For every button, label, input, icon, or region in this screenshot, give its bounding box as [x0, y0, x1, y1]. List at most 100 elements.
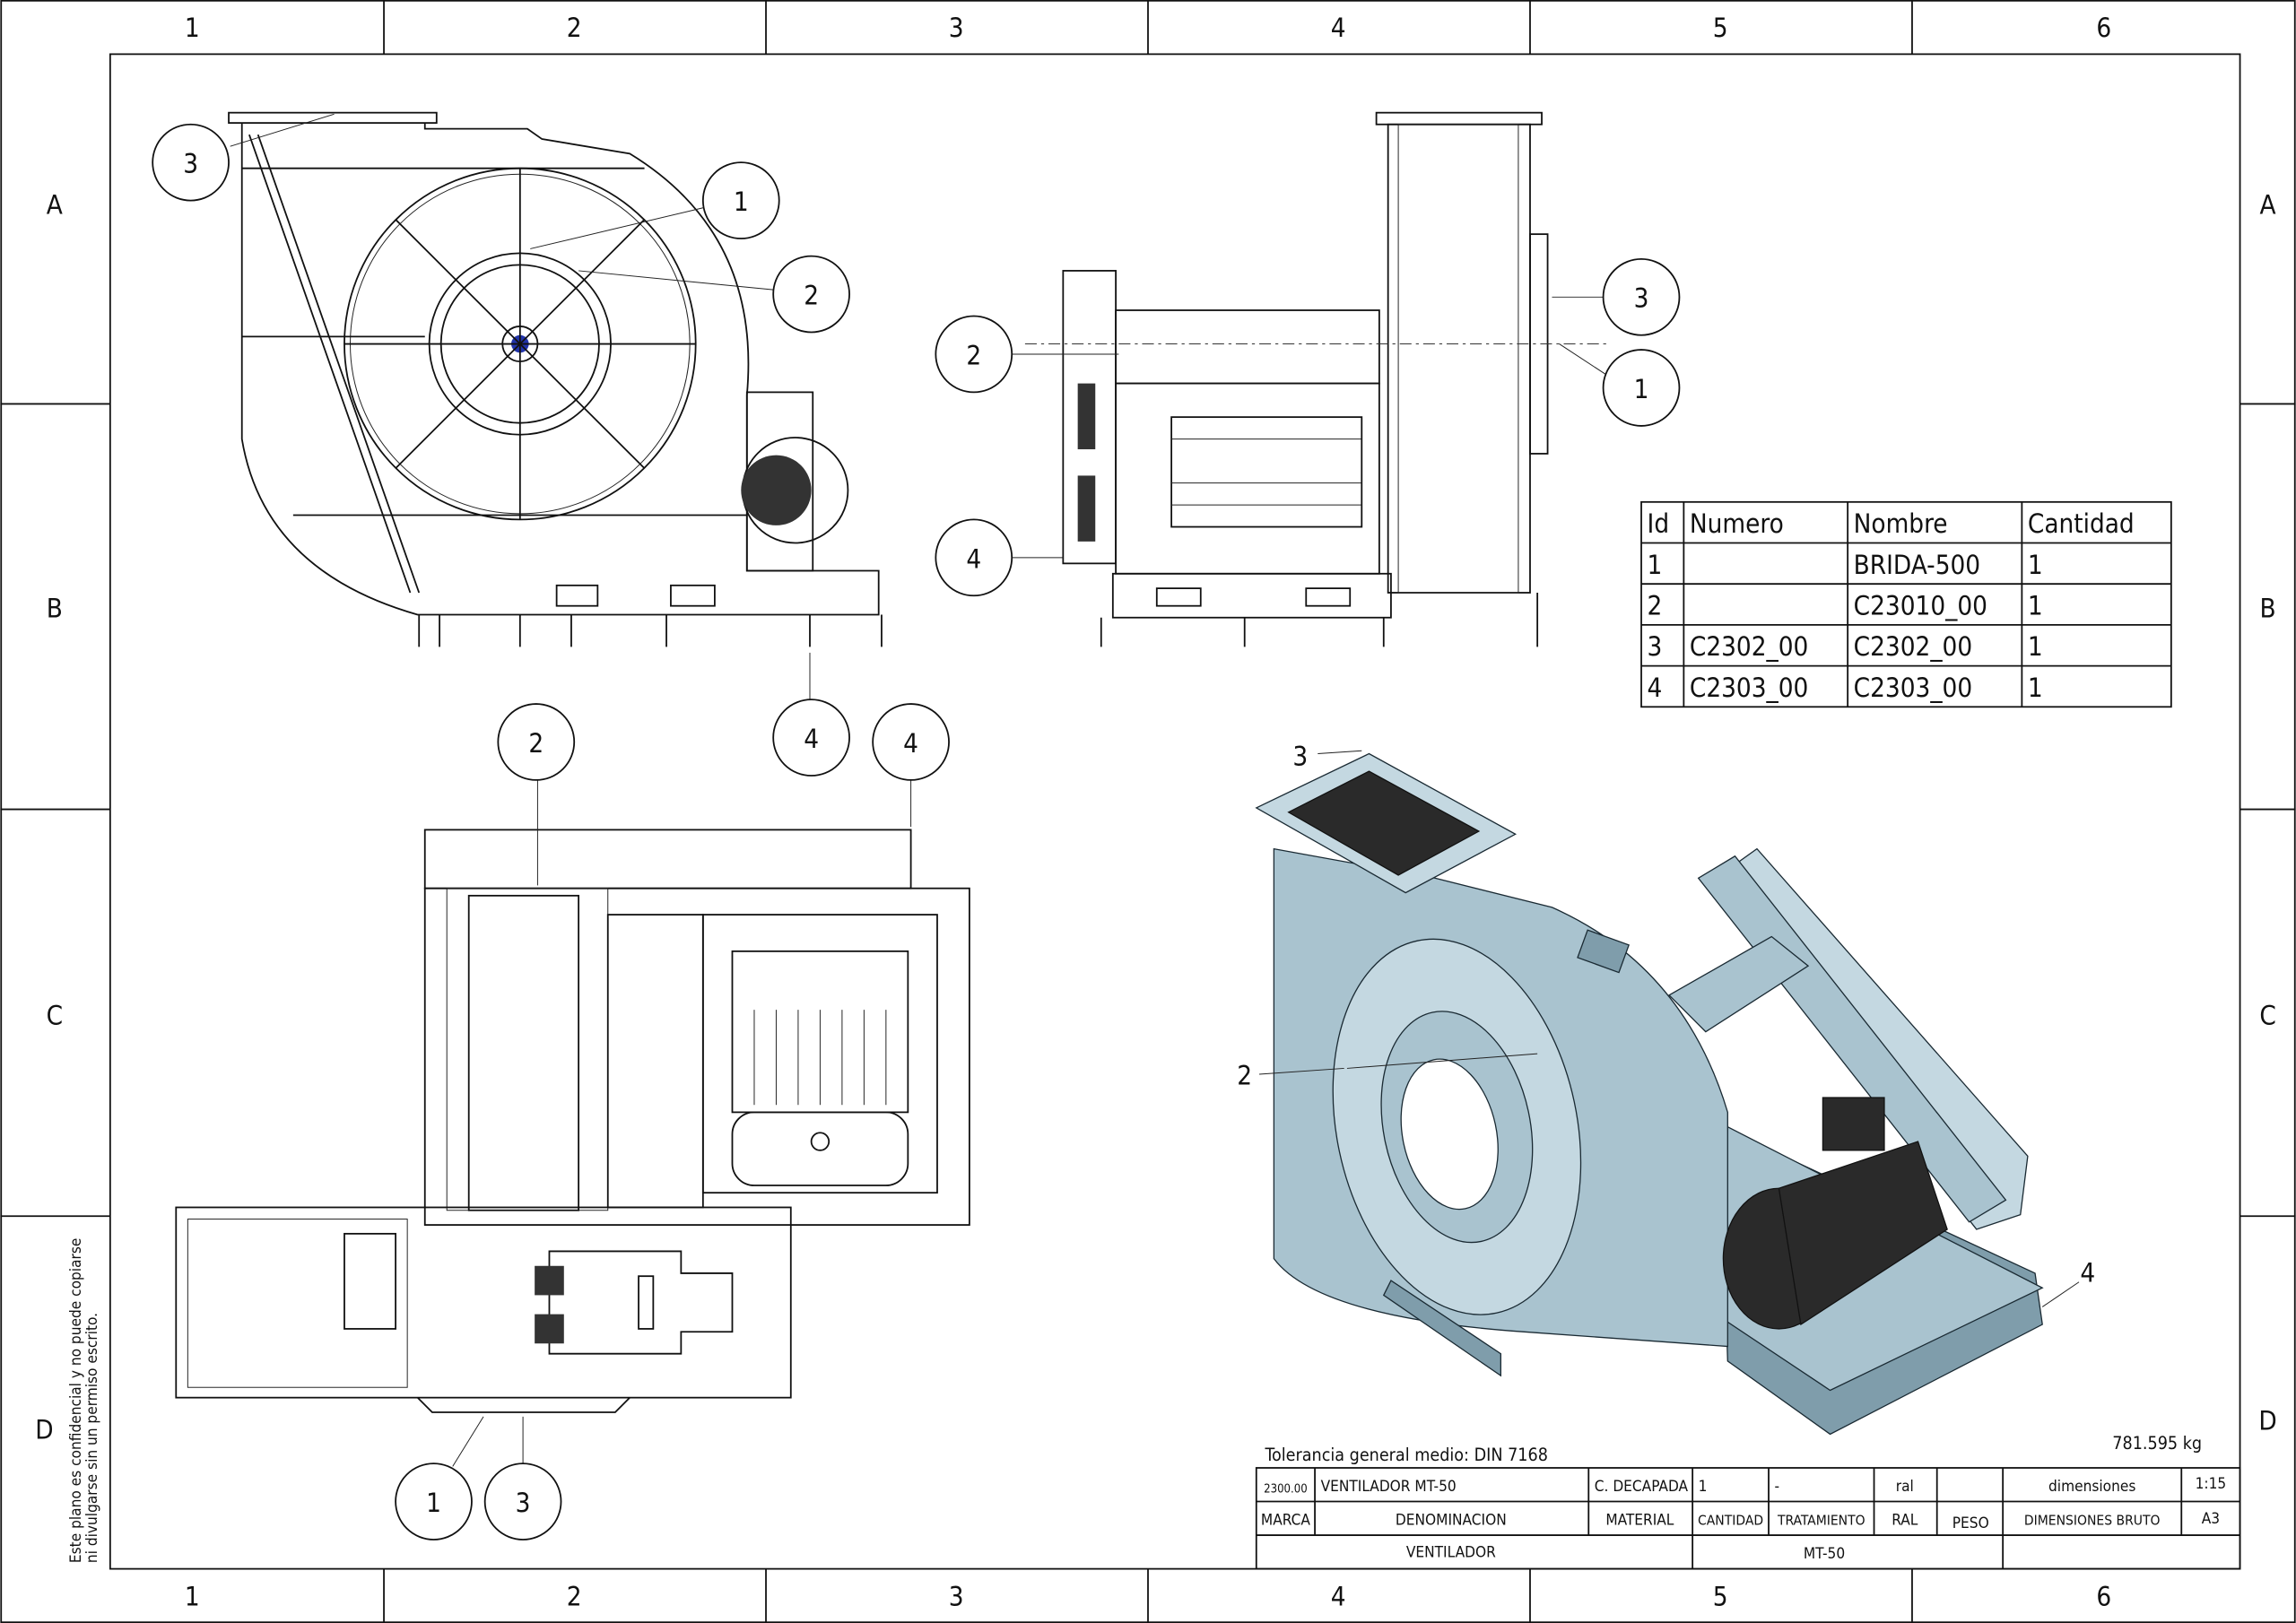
- row-label: B: [2259, 594, 2275, 624]
- svg-text:4: 4: [1648, 673, 1663, 703]
- svg-text:C2302_00: C2302_00: [1690, 631, 1808, 662]
- svg-text:1: 1: [426, 1488, 441, 1518]
- svg-text:PESO: PESO: [1952, 1515, 1989, 1532]
- svg-text:3: 3: [183, 149, 198, 179]
- svg-text:1: 1: [2028, 550, 2043, 580]
- svg-text:3: 3: [516, 1488, 531, 1518]
- svg-text:C2303_00: C2303_00: [1854, 673, 1972, 703]
- svg-text:2: 2: [966, 340, 981, 370]
- balloon: 2: [772, 255, 850, 334]
- svg-text:-: -: [1775, 1478, 1780, 1496]
- column-label: 1: [185, 13, 200, 43]
- side-view: [1012, 111, 1611, 647]
- confidential-note: Este plano es confidencial y no puede co…: [67, 1238, 101, 1563]
- bom-row: 1 BRIDA-500 1: [1648, 550, 2043, 580]
- bom-row: 4 C2303_00 C2303_00 1: [1648, 673, 2043, 703]
- svg-text:ral: ral: [1896, 1478, 1914, 1496]
- iso-label: 4: [2080, 1258, 2095, 1289]
- bom-header: Id Numero Nombre Cantidad: [1648, 508, 2135, 539]
- svg-text:1:15: 1:15: [2196, 1475, 2227, 1493]
- front-view: [228, 111, 883, 700]
- row-label: A: [2260, 189, 2276, 220]
- column-label: 4: [1331, 1581, 1346, 1611]
- svg-text:Id: Id: [1648, 508, 1670, 539]
- svg-text:RAL: RAL: [1892, 1512, 1918, 1530]
- column-label: 6: [2096, 13, 2111, 43]
- balloon: 1: [395, 1462, 473, 1541]
- iso-label: 3: [1292, 742, 1308, 772]
- balloon: 3: [1602, 257, 1681, 336]
- column-label: 1: [185, 1581, 200, 1611]
- title-block: 781.595 kg Tolerancia general medio: DIN…: [1255, 1433, 2241, 1570]
- svg-text:A3: A3: [2202, 1510, 2220, 1528]
- row-label: D: [35, 1414, 53, 1445]
- column-label: 4: [1331, 13, 1346, 43]
- svg-text:C2303_00: C2303_00: [1690, 673, 1808, 703]
- svg-text:1: 1: [1634, 374, 1649, 404]
- row-label: B: [47, 594, 63, 624]
- column-label: 5: [1713, 1581, 1728, 1611]
- svg-text:VENTILADOR MT-50: VENTILADOR MT-50: [1321, 1478, 1457, 1496]
- svg-text:C. DECAPADA: C. DECAPADA: [1595, 1478, 1689, 1496]
- svg-text:1: 1: [2028, 631, 2043, 662]
- svg-text:3: 3: [1648, 631, 1663, 662]
- svg-text:1: 1: [1699, 1478, 1708, 1496]
- svg-text:BRIDA-500: BRIDA-500: [1854, 550, 1980, 580]
- title-row-values: 2300.00 VENTILADOR MT-50 C. DECAPADA 1 -…: [1264, 1475, 2226, 1497]
- bom-row: 2 C23010_00 1: [1648, 590, 2043, 621]
- column-label: 2: [567, 1581, 582, 1611]
- svg-text:Este plano es confidencial y n: Este plano es confidencial y no puede co…: [67, 1238, 85, 1563]
- svg-text:Nombre: Nombre: [1854, 508, 1948, 539]
- svg-text:CANTIDAD: CANTIDAD: [1698, 1513, 1763, 1529]
- row-label: C: [2259, 1000, 2275, 1030]
- svg-text:4: 4: [804, 724, 819, 754]
- row-label: D: [2258, 1406, 2276, 1436]
- title-row-labels: MARCA DENOMINACION MATERIAL CANTIDAD TRA…: [1261, 1510, 2220, 1532]
- balloon: 4: [872, 703, 950, 781]
- svg-text:VENTILADOR: VENTILADOR: [1406, 1544, 1496, 1562]
- column-label: 5: [1713, 13, 1728, 43]
- svg-text:3: 3: [1634, 283, 1649, 314]
- svg-text:1: 1: [1648, 550, 1663, 580]
- svg-text:MATERIAL: MATERIAL: [1605, 1512, 1674, 1530]
- svg-text:2: 2: [1648, 590, 1663, 621]
- svg-text:1: 1: [2028, 590, 2043, 621]
- balloon: 4: [772, 699, 850, 777]
- svg-text:2300.00: 2300.00: [1264, 1483, 1308, 1497]
- tolerance-note: Tolerancia general medio: DIN 7168: [1265, 1445, 1548, 1465]
- balloon: 4: [935, 518, 1013, 597]
- svg-text:TRATAMIENTO: TRATAMIENTO: [1777, 1513, 1866, 1529]
- title-row-name: VENTILADOR MT-50: [1406, 1544, 1845, 1564]
- balloon: 1: [701, 161, 780, 239]
- svg-text:Numero: Numero: [1690, 508, 1784, 539]
- svg-text:4: 4: [903, 728, 918, 759]
- svg-text:C23010_00: C23010_00: [1854, 590, 1987, 621]
- column-label: 3: [949, 13, 964, 43]
- svg-text:dimensiones: dimensiones: [2048, 1478, 2135, 1496]
- svg-text:DENOMINACION: DENOMINACION: [1396, 1512, 1507, 1530]
- svg-text:DIMENSIONES BRUTO: DIMENSIONES BRUTO: [2024, 1513, 2161, 1529]
- top-view: [175, 779, 970, 1467]
- weight-label: 781.595 kg: [2112, 1433, 2202, 1454]
- svg-text:2: 2: [528, 728, 544, 759]
- svg-text:1: 1: [2028, 673, 2043, 703]
- balloons: 3 1 2 2 4 3 1 2 4 4 1 3 3 2 4: [152, 123, 2095, 1541]
- row-label: A: [47, 189, 63, 220]
- balloon: 3: [483, 1462, 562, 1541]
- balloon: 2: [497, 703, 576, 781]
- svg-text:MARCA: MARCA: [1261, 1512, 1310, 1530]
- balloon: 1: [1602, 349, 1681, 427]
- svg-text:2: 2: [804, 280, 819, 310]
- iso-label: 2: [1237, 1060, 1252, 1090]
- svg-text:MT-50: MT-50: [1804, 1545, 1845, 1563]
- row-label: C: [47, 1000, 63, 1030]
- svg-text:ni divulgarse sin un permiso e: ni divulgarse sin un permiso escrito.: [83, 1313, 101, 1563]
- column-label: 6: [2096, 1581, 2111, 1611]
- svg-text:Cantidad: Cantidad: [2028, 508, 2135, 539]
- svg-text:1: 1: [734, 187, 749, 217]
- svg-text:4: 4: [966, 543, 981, 574]
